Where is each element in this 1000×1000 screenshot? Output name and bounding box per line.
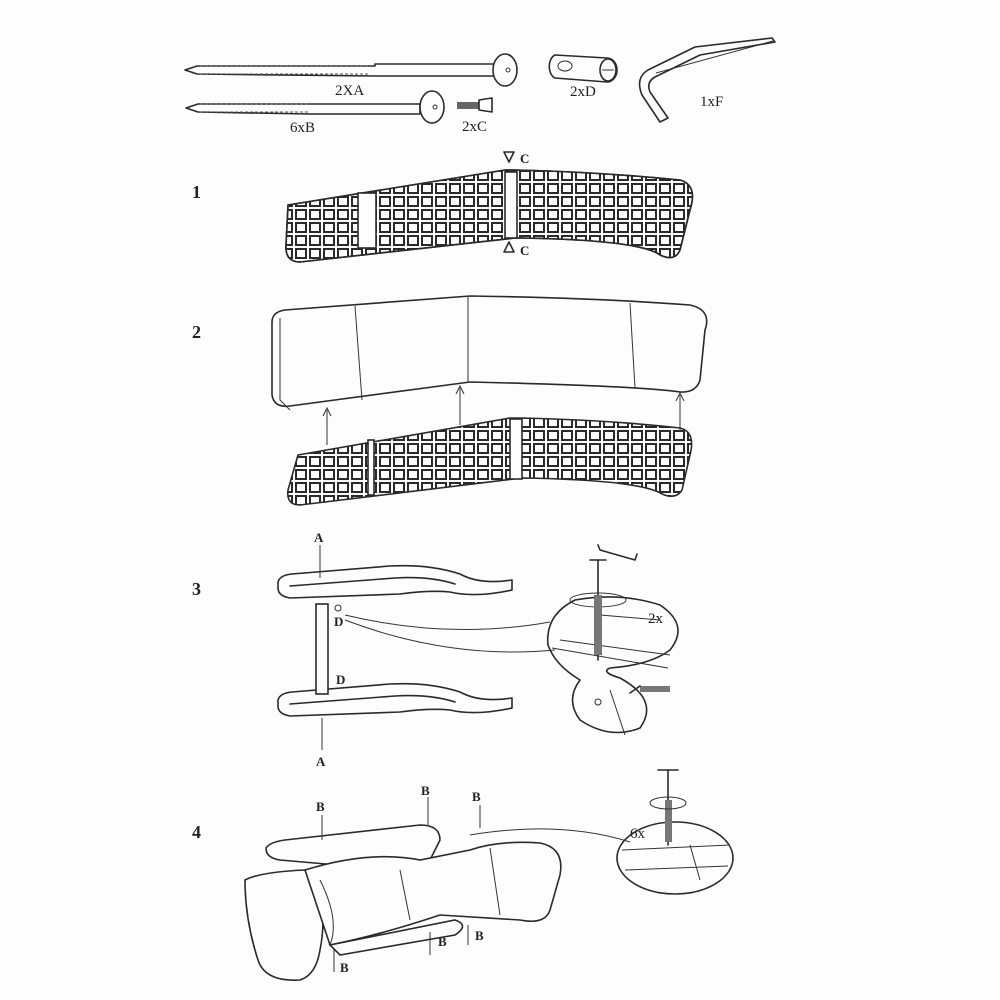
step3-detail-callout xyxy=(546,544,679,736)
step4-quantity-label: 6x xyxy=(630,826,646,842)
step3-label-a-top: A xyxy=(314,530,324,545)
part-a-label: 2XA xyxy=(335,83,364,99)
step4-label-b-1: B xyxy=(316,799,325,814)
step-number-4: 4 xyxy=(192,822,201,842)
barrel-nut-d xyxy=(548,54,618,83)
step4-chair-assembly xyxy=(244,797,631,981)
bolt-b xyxy=(185,90,445,124)
step2-seat-frame xyxy=(286,417,693,506)
part-d-label: 2xD xyxy=(570,84,596,100)
step4-label-b-2: B xyxy=(421,783,430,798)
step3-side-frames xyxy=(277,545,556,750)
step2-cushion xyxy=(271,295,708,411)
step3-label-a-bottom: A xyxy=(316,754,326,769)
step2-arrows xyxy=(322,384,685,445)
step1-seat-frame xyxy=(285,151,694,263)
step4-detail-callout xyxy=(616,769,734,895)
step4-label-b-4: B xyxy=(340,960,349,975)
step3-quantity-label: 2x xyxy=(648,611,664,627)
allen-key-f xyxy=(638,37,776,123)
bolt-a xyxy=(184,53,518,87)
step1-label-c-top: C xyxy=(520,151,529,166)
screw-c xyxy=(457,97,493,113)
step4-label-b-5: B xyxy=(438,934,447,949)
step3-label-d-bottom: D xyxy=(336,672,345,687)
step3-label-d-top: D xyxy=(334,614,343,629)
step1-label-c-bottom: C xyxy=(520,243,529,258)
step4-label-b-6: B xyxy=(475,928,484,943)
step4-label-b-3: B xyxy=(472,789,481,804)
step-number-2: 2 xyxy=(192,322,201,342)
part-f-label: 1xF xyxy=(700,94,723,110)
step-number-1: 1 xyxy=(192,182,201,202)
part-b-label: 6xB xyxy=(290,120,315,136)
part-c-label: 2xC xyxy=(462,119,487,135)
step-number-3: 3 xyxy=(192,579,201,599)
